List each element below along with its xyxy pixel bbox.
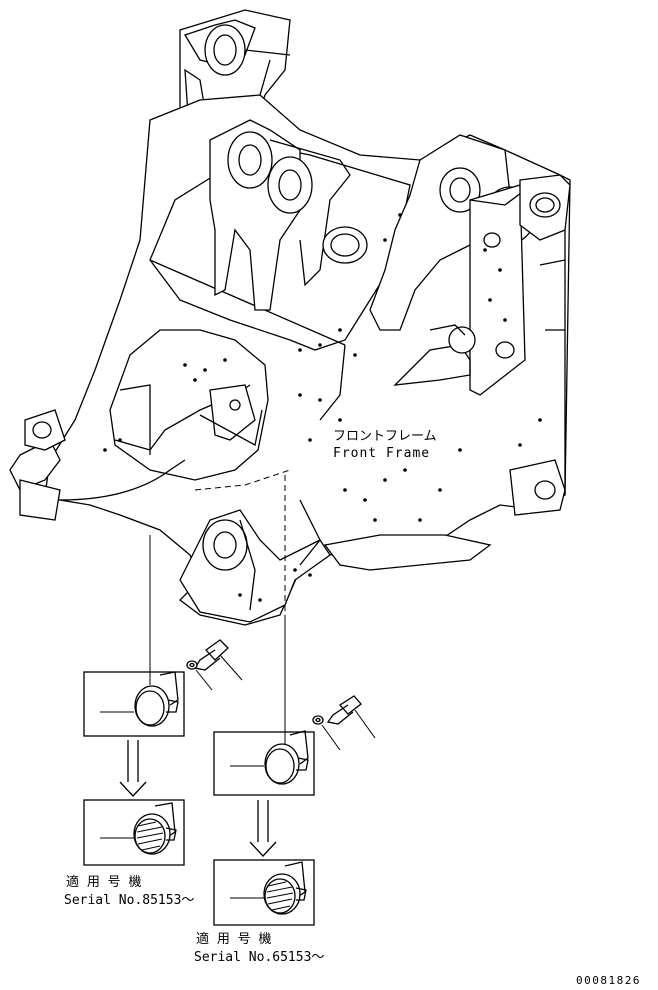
lamp-box-upper-right	[213, 731, 315, 796]
lamp-box-lower-left	[83, 799, 185, 866]
reflector-lamp-old-right	[264, 730, 309, 785]
reflector-lamp-new-left	[133, 802, 177, 855]
frame-right-side-plate	[469, 184, 526, 396]
washer-right	[312, 715, 341, 751]
serial-right-ja: 適 用 号 機	[196, 931, 271, 947]
frame-rivets	[103, 213, 542, 602]
left-lamp-assembly	[83, 639, 243, 866]
reflector-lamp-old-left	[134, 671, 179, 727]
arrow-down-left-icon	[119, 740, 147, 797]
right-lamp-assembly	[213, 695, 376, 926]
serial-left-ja: 適 用 号 機	[66, 874, 141, 890]
bolt-right	[326, 695, 376, 739]
tower-pin-boss	[204, 24, 246, 76]
frame-label-ja: フロントフレーム	[333, 429, 437, 444]
washer-left	[186, 660, 213, 691]
serial-left-en: Serial No.85153～	[64, 893, 194, 908]
frame-label-en: Front Frame	[333, 446, 430, 461]
bolt-left	[193, 639, 243, 681]
reflector-lamp-new-right	[263, 861, 307, 915]
serial-right-en: Serial No.65153～	[194, 950, 324, 965]
arrow-down-right-icon	[249, 800, 277, 857]
front-frame	[9, 9, 571, 626]
lamp-box-lower-right	[213, 859, 315, 926]
lamp-box-upper-left	[83, 671, 185, 737]
drawing-number: 00081826	[576, 974, 641, 986]
